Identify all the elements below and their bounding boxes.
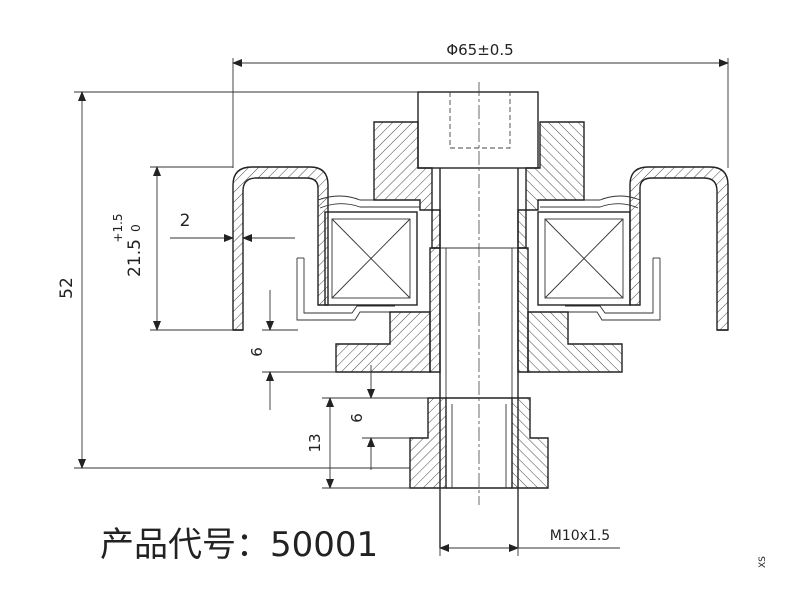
tolerance-lower: 0 — [129, 224, 143, 232]
tolerance-upper: +1.5 — [111, 213, 125, 242]
nut — [409, 397, 549, 489]
height-total-label: 52 — [57, 277, 77, 299]
central-hub — [335, 121, 623, 373]
dimension-wall-thickness: 2 — [170, 211, 295, 242]
dimension-thread: M10x1.5 — [439, 488, 620, 556]
nut-height-label: 13 — [306, 433, 324, 452]
dimension-total-height: 52 — [57, 91, 418, 469]
housing-wall-right — [629, 166, 729, 331]
dimension-nut-height: 13 — [306, 397, 428, 489]
dimension-housing-height: 21.5 +1.5 0 — [111, 166, 233, 331]
thread-label: M10x1.5 — [550, 528, 610, 544]
product-code-label: 产品代号：50001 — [100, 525, 378, 565]
height-housing-label: 21.5 — [125, 239, 145, 277]
diameter-label: Φ65±0.5 — [446, 41, 513, 59]
housing-wall-left — [232, 166, 329, 331]
bearing-right — [537, 211, 631, 306]
bearing-retainer — [317, 195, 641, 209]
bearing-left — [324, 211, 418, 306]
housing — [232, 166, 729, 331]
dimension-overall-diameter: Φ65±0.5 — [232, 41, 729, 168]
inner-bracket — [296, 257, 661, 321]
gap-top-label: 6 — [248, 347, 266, 357]
gap-flange-label: 6 — [348, 413, 366, 423]
dimension-gap-top: 6 — [248, 290, 336, 410]
watermark-text: XS — [758, 556, 768, 568]
wall-thickness-label: 2 — [180, 211, 191, 231]
